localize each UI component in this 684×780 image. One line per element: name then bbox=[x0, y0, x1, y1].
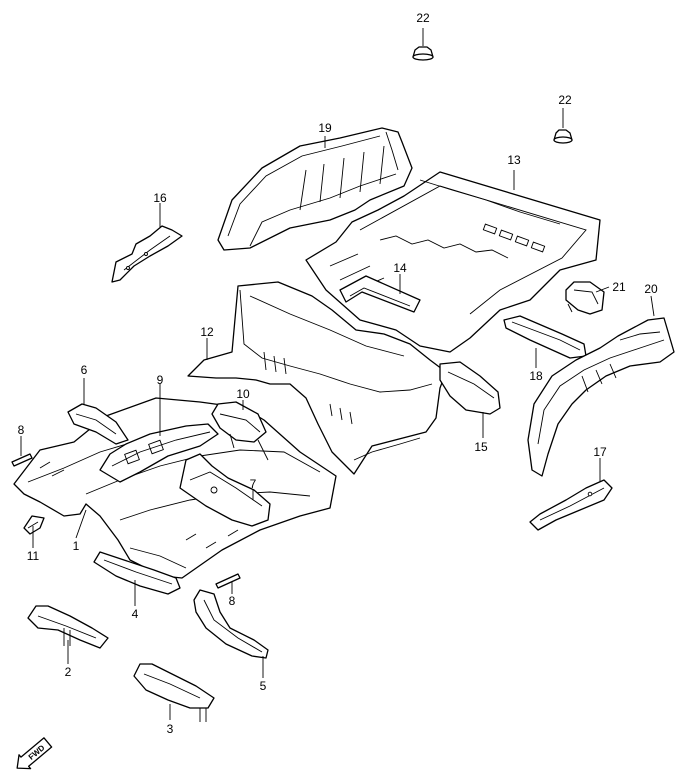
part-9-tunnel-member[interactable] bbox=[99, 423, 219, 483]
part-8-pin-upper[interactable] bbox=[11, 453, 33, 467]
callout-1: 1 bbox=[73, 539, 80, 553]
part-5-side-member[interactable] bbox=[193, 589, 269, 659]
part-17-bracket[interactable] bbox=[529, 479, 613, 531]
leader-lines bbox=[20, 28, 655, 720]
part-21-bracket[interactable] bbox=[565, 281, 605, 315]
callout-labels: 22 22 19 13 16 14 21 20 12 18 6 9 10 15 … bbox=[18, 11, 658, 736]
part-20-wheel-house[interactable] bbox=[527, 317, 675, 477]
fwd-arrow-icon bbox=[16, 737, 53, 770]
part-3-member[interactable] bbox=[133, 663, 215, 722]
callout-4: 4 bbox=[132, 607, 139, 621]
callout-8-lower: 8 bbox=[229, 594, 236, 608]
part-12-center-floor[interactable] bbox=[187, 281, 447, 475]
callout-3: 3 bbox=[167, 722, 174, 736]
callout-22-upper: 22 bbox=[416, 11, 430, 25]
part-11-clip[interactable] bbox=[23, 515, 45, 535]
part-13-rear-floor-panel[interactable] bbox=[305, 171, 601, 353]
part-16-bracket[interactable] bbox=[111, 225, 183, 283]
part-1-front-floor[interactable] bbox=[13, 397, 337, 579]
callout-13: 13 bbox=[507, 153, 521, 167]
part-10-bracket[interactable] bbox=[211, 401, 269, 461]
part-22-grommet-lower[interactable] bbox=[553, 129, 573, 144]
callout-9: 9 bbox=[157, 373, 164, 387]
callout-20: 20 bbox=[644, 282, 658, 296]
callout-7: 7 bbox=[250, 477, 257, 491]
part-2-front-member[interactable] bbox=[27, 605, 109, 649]
part-19-side-panel[interactable] bbox=[217, 127, 413, 251]
callout-8-upper: 8 bbox=[18, 423, 25, 437]
fwd-direction-badge: FWD bbox=[16, 737, 53, 770]
callout-2: 2 bbox=[65, 665, 72, 679]
callout-15: 15 bbox=[474, 440, 488, 454]
part-6-front-cross-member[interactable] bbox=[67, 403, 129, 445]
callout-18: 18 bbox=[529, 369, 543, 383]
part-14-cross-member[interactable] bbox=[339, 275, 421, 313]
callout-6: 6 bbox=[81, 363, 88, 377]
callout-19: 19 bbox=[318, 121, 332, 135]
callout-16: 16 bbox=[153, 191, 167, 205]
callout-17: 17 bbox=[593, 445, 607, 459]
callout-5: 5 bbox=[260, 679, 267, 693]
callout-11: 11 bbox=[27, 549, 40, 563]
part-4-floor-member[interactable] bbox=[93, 551, 181, 595]
callout-21: 21 bbox=[612, 280, 626, 294]
part-8-pin-lower[interactable] bbox=[215, 573, 241, 589]
callout-22-lower: 22 bbox=[558, 93, 572, 107]
callout-10: 10 bbox=[236, 387, 250, 401]
part-22-grommet-upper[interactable] bbox=[412, 46, 434, 61]
part-7-seat-member[interactable] bbox=[179, 453, 271, 527]
callout-14: 14 bbox=[393, 261, 407, 275]
part-18-rear-member[interactable] bbox=[503, 315, 587, 359]
part-15-sill-rear[interactable] bbox=[439, 361, 501, 415]
callout-12: 12 bbox=[200, 325, 214, 339]
